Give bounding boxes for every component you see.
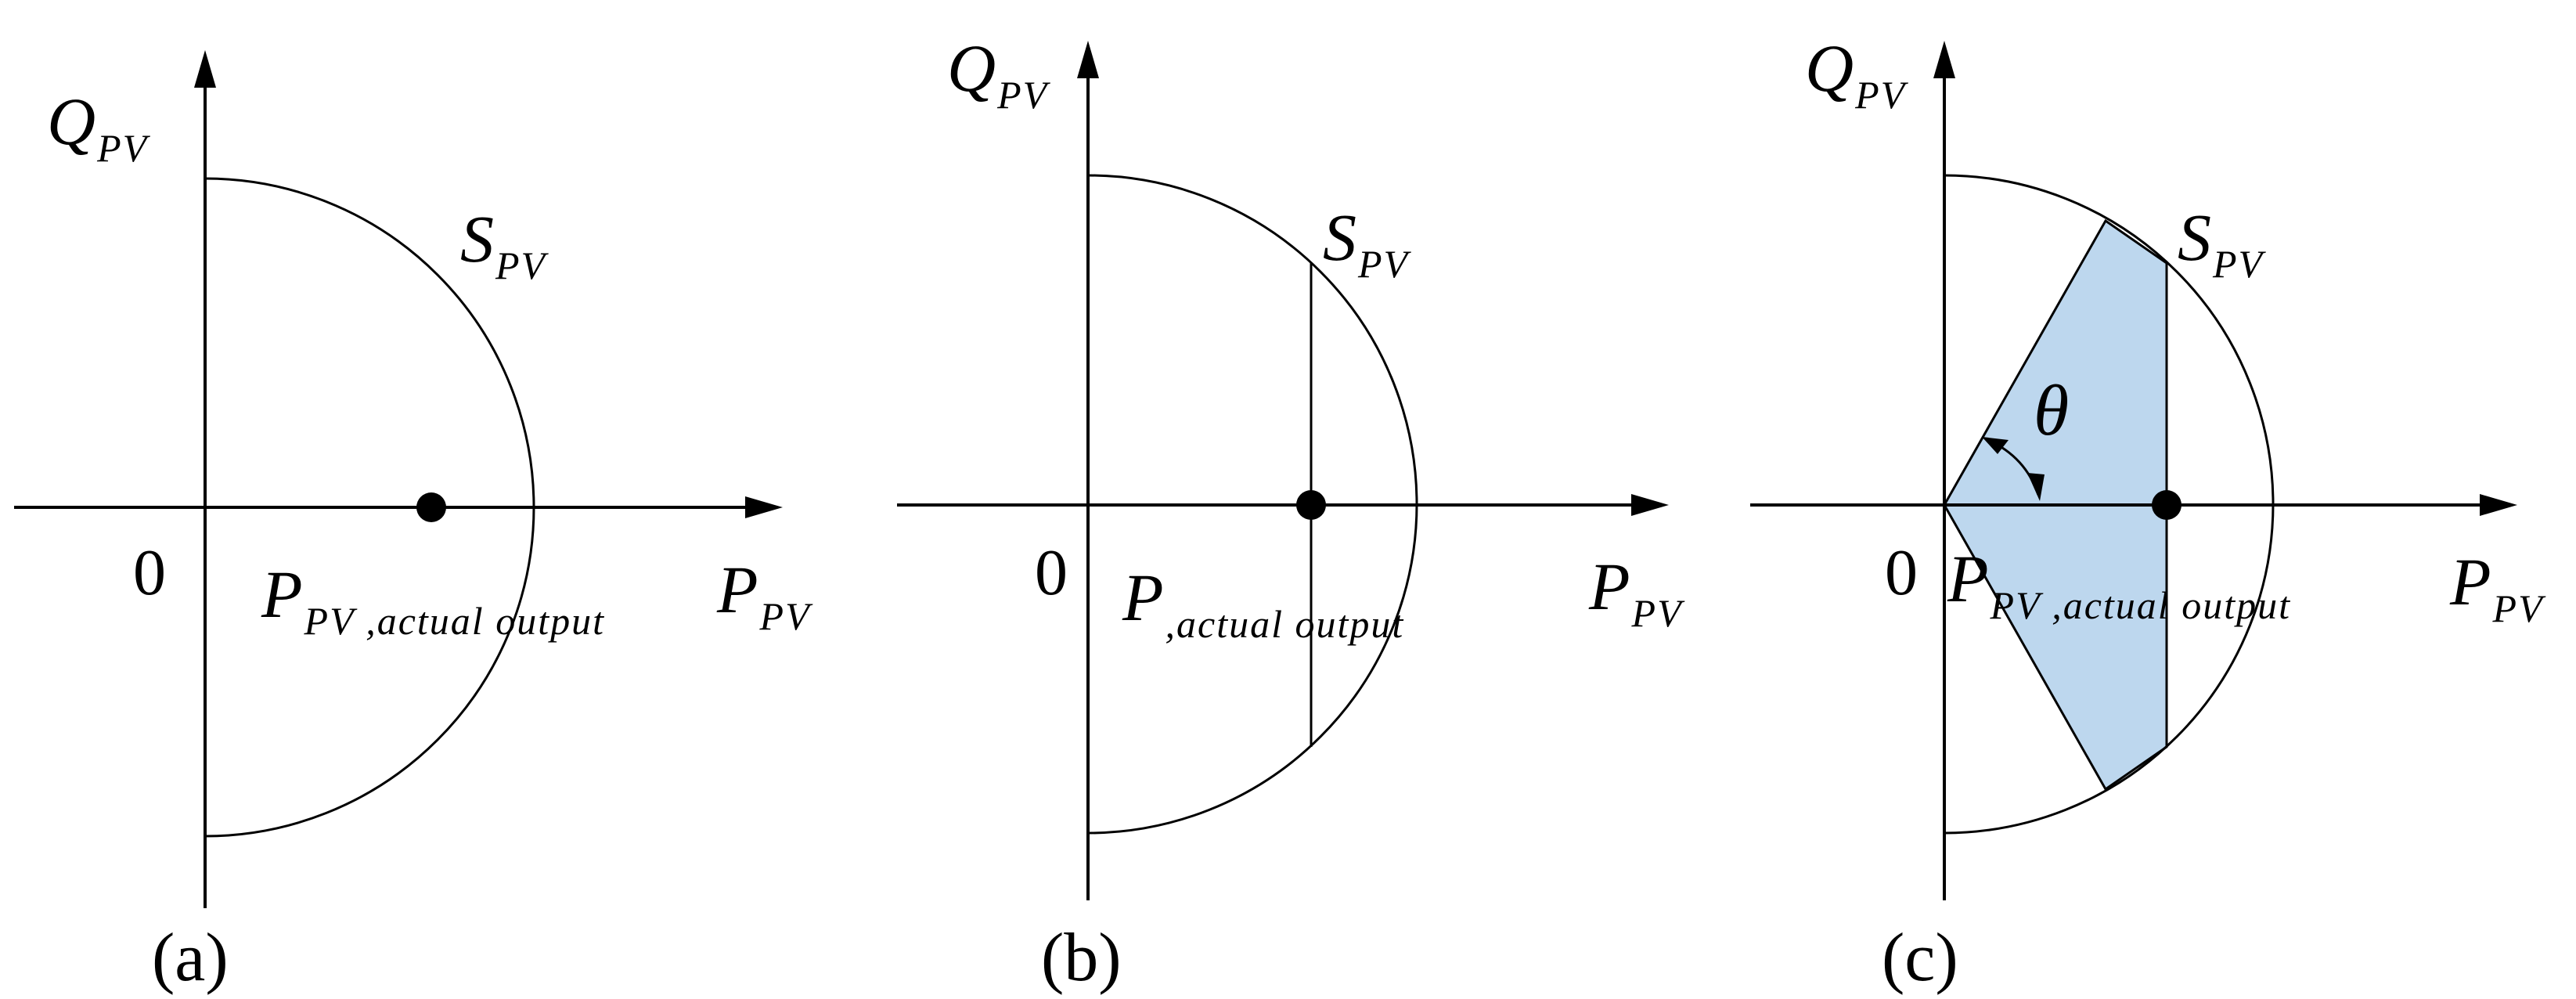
panel-label-c: (c) [1882,920,1958,996]
panel-b [897,41,1669,900]
panel-a [14,50,783,908]
apparent-power-label-a: SPV [460,205,546,285]
angle-arrowhead-top-c [1982,437,2009,454]
apparent-power-label-b: SPV [1323,204,1409,283]
operating-point-b [1296,490,1326,520]
operating-point-label-b: P,actual output [1122,564,1404,644]
operating-point-label-a: PPV ,actual output [261,561,605,640]
apparent-power-symbol-b: S [1323,200,1356,275]
panel-label-b: (b) [1041,920,1122,996]
operating-point-subscript-a: PV ,actual output [304,599,605,643]
q-axis-arrow-a [194,50,216,88]
p-axis-subscript-a: PV [759,594,811,638]
p-axis-label-b: PPV [1589,553,1683,633]
p-axis-symbol-b: P [1589,549,1630,624]
operating-point-a [416,492,446,522]
apparent-power-label-c: SPV [2178,204,2264,283]
origin-label-c: 0 [1885,536,1918,609]
apparent-power-symbol-a: S [460,201,494,276]
p-axis-subscript-b: PV [1631,591,1683,635]
q-axis-subscript-b: PV [997,73,1049,117]
p-axis-arrow-b [1631,494,1669,516]
p-axis-label-a: PPV [717,556,811,636]
q-axis-label-c: QPV [1805,34,1906,114]
p-axis-label-c: PPV [2450,548,2544,628]
apparent-power-subscript-a: PV [495,243,547,287]
origin-label-b: 0 [1035,536,1068,609]
q-axis-arrow-b [1077,41,1099,78]
panel-c [1750,41,2517,900]
operating-point-symbol-b: P [1122,560,1164,635]
q-axis-subscript-c: PV [1855,73,1907,117]
p-axis-arrow-c [2480,494,2517,516]
p-axis-subscript-c: PV [2492,586,2544,630]
origin-label-a: 0 [133,536,166,609]
apparent-power-symbol-c: S [2178,200,2211,275]
q-axis-label-a: QPV [47,88,148,168]
q-axis-symbol-a: Q [47,84,96,159]
apparent-power-subscript-c: PV [2213,242,2264,286]
q-axis-symbol-b: Q [947,31,996,106]
q-axis-label-b: QPV [947,34,1048,114]
apparent-power-subscript-b: PV [1358,242,1410,286]
operating-point-symbol-c: P [1947,541,1989,616]
p-axis-symbol-a: P [717,552,758,627]
q-axis-symbol-c: Q [1805,31,1854,106]
operating-point-subscript-c: PV ,actual output [1990,583,2291,627]
angle-arrowhead-bottom-c [2027,473,2045,501]
operating-point-subscript-b: ,actual output [1165,602,1405,646]
p-axis-arrow-a [745,496,783,518]
operating-point-label-c: PPV ,actual output [1947,545,2291,625]
panel-label-a: (a) [152,920,229,996]
q-axis-subscript-a: PV [97,126,149,170]
p-axis-symbol-c: P [2450,544,2491,619]
operating-point-symbol-a: P [261,557,303,632]
q-axis-arrow-c [1933,41,1955,78]
operating-point-c [2152,490,2181,520]
angle-label-c: θ [2034,370,2070,450]
